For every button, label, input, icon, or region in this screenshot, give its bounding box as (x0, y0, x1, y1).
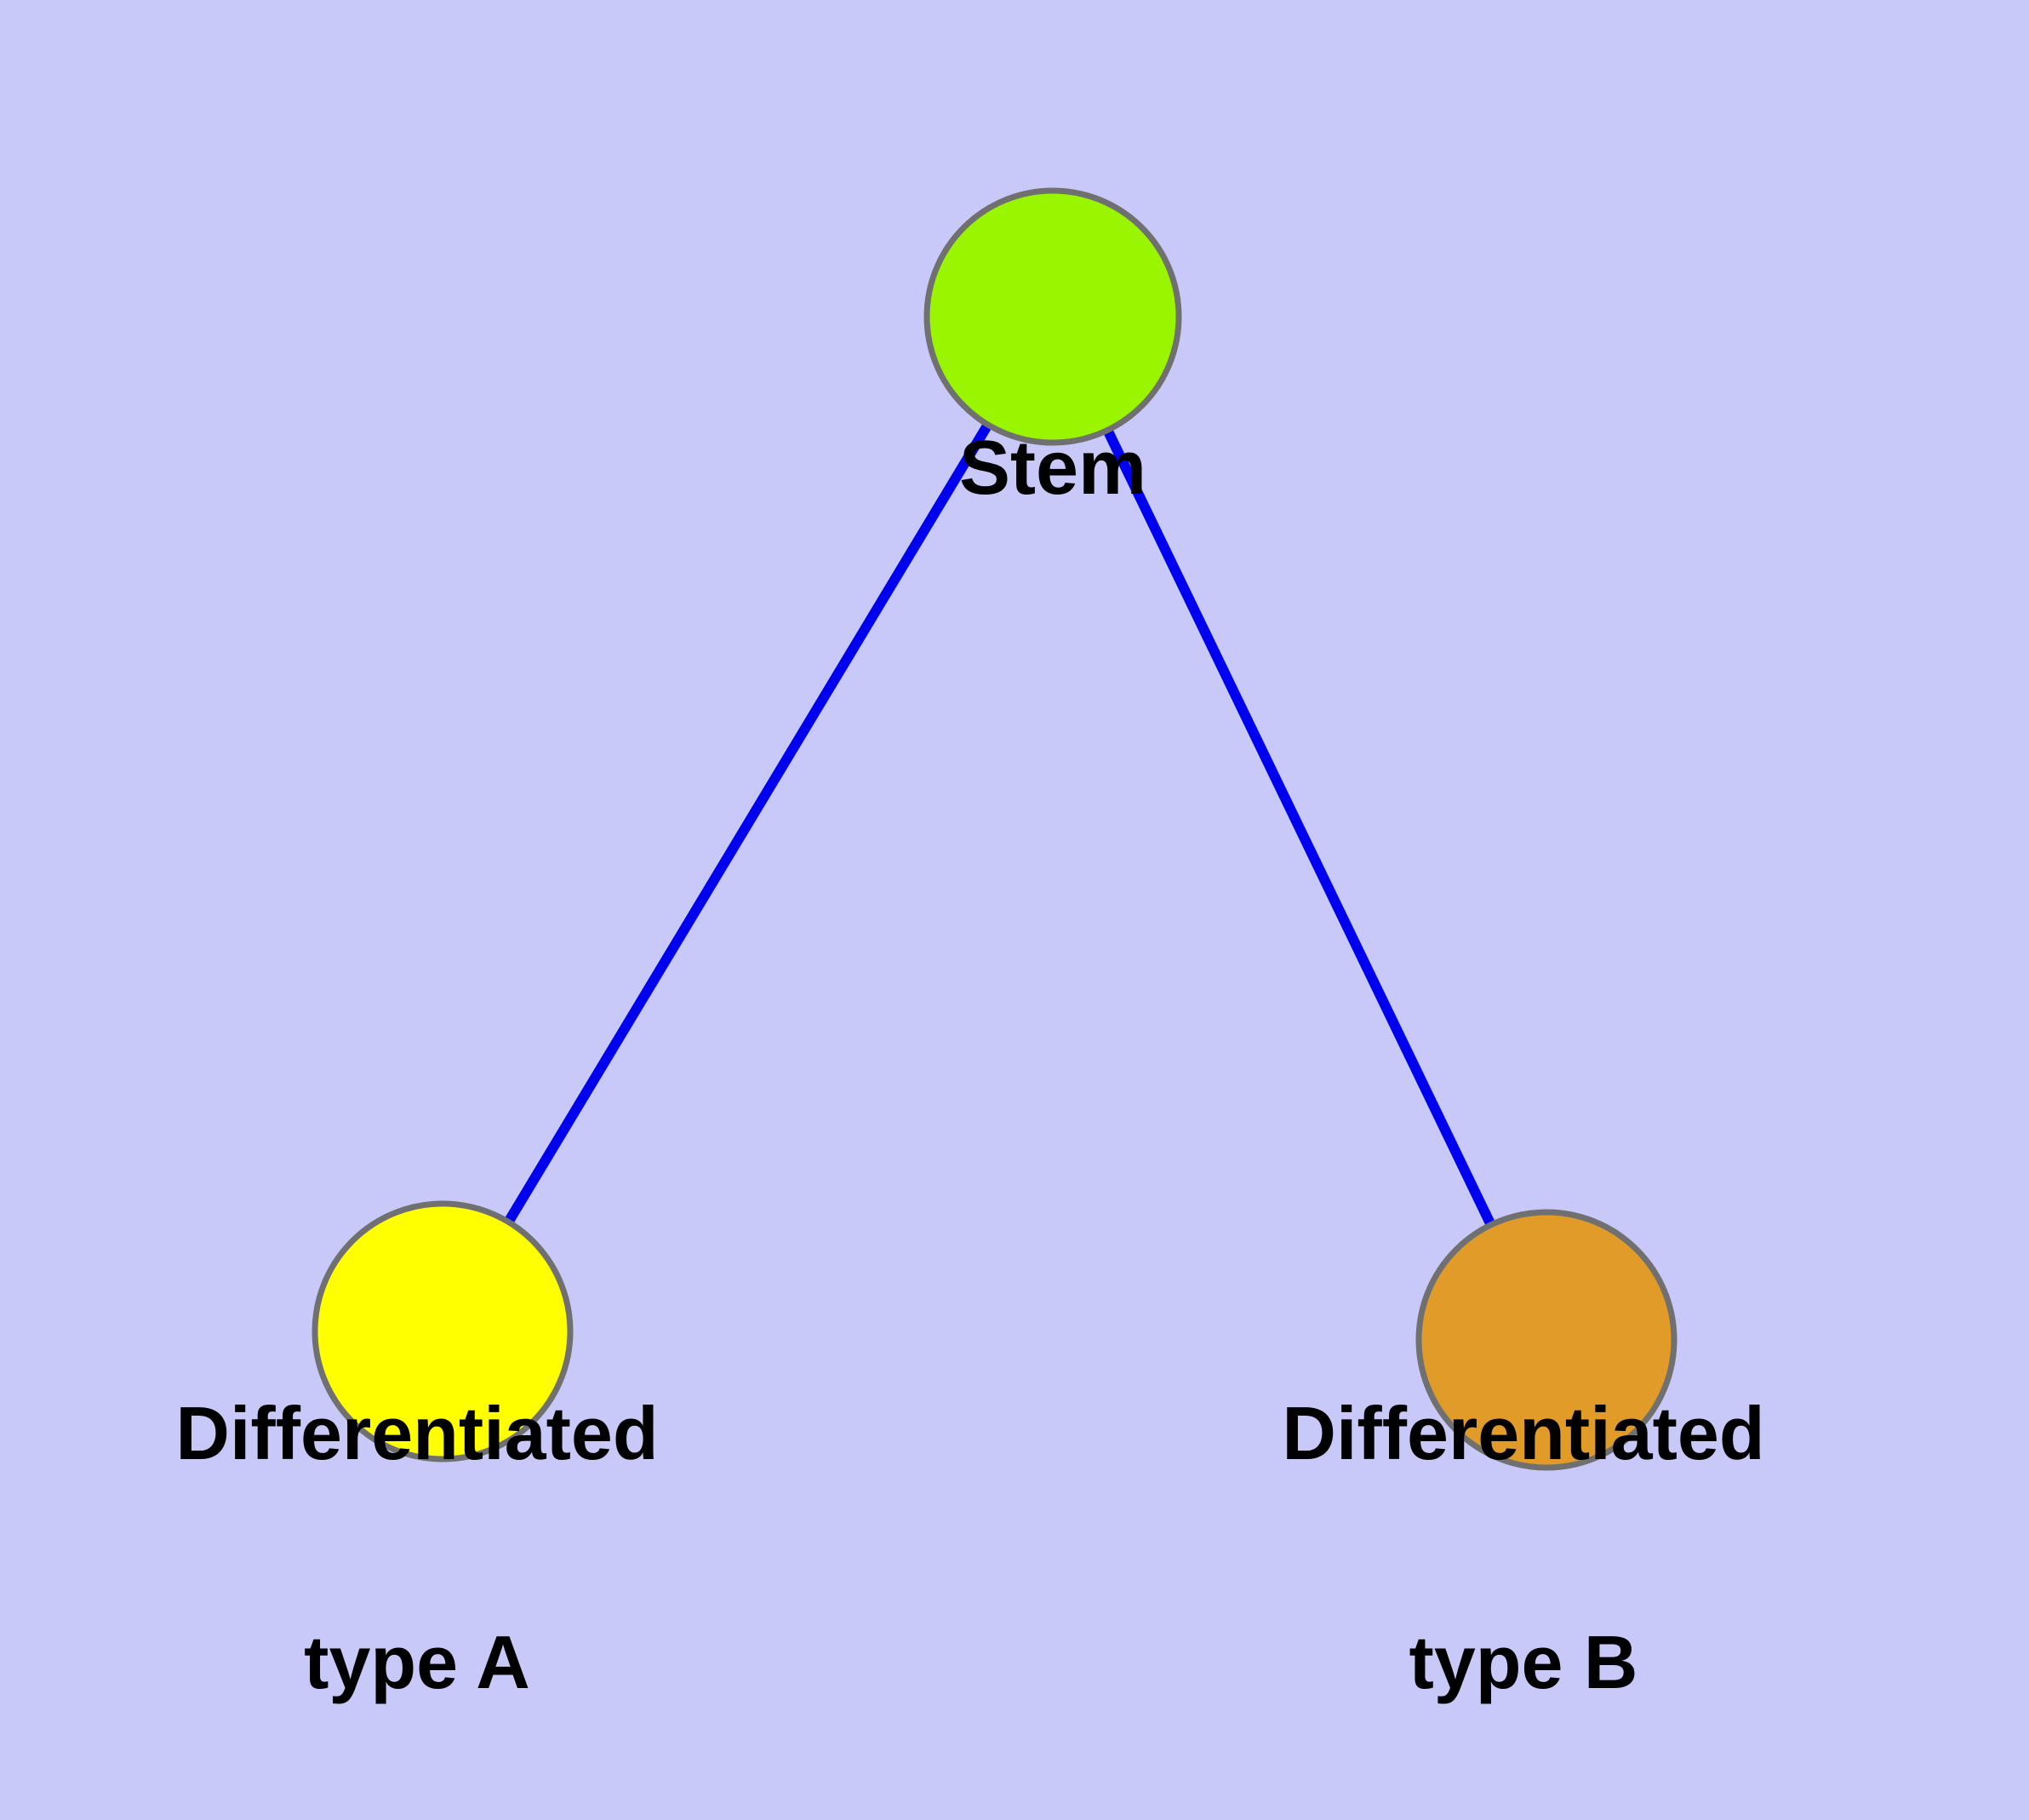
node-stem[interactable] (923, 187, 1182, 446)
node-differentiated-type-b[interactable] (1415, 1209, 1677, 1471)
node-layer (311, 187, 1677, 1471)
edge-layer (505, 423, 1495, 1226)
edge-stem-to-differentiated-type-b (1103, 429, 1495, 1226)
edge-stem-to-differentiated-type-a (505, 423, 992, 1223)
node-differentiated-type-a[interactable] (311, 1200, 574, 1462)
